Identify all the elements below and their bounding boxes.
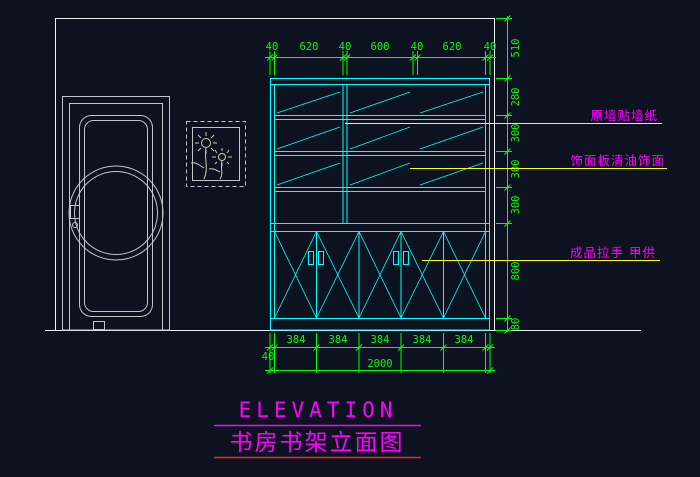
- dim-text: 80: [510, 318, 522, 331]
- door-circle-outer: [68, 165, 164, 261]
- dim-text: 40: [266, 41, 279, 53]
- picture-frame: [186, 121, 246, 187]
- title-chinese: 书房书架立面图: [230, 430, 405, 456]
- cabinet-door-dividers: [270, 231, 490, 319]
- bookshelf-outline: [270, 78, 490, 331]
- dim-text: 510: [510, 39, 522, 58]
- sunflower-art: [190, 132, 232, 180]
- dim-text: 300: [510, 124, 522, 143]
- dim-text: 300: [510, 196, 522, 215]
- bookshelf-frame-lines: [270, 84, 490, 318]
- annotation-finish: 饰面板清油饰面: [570, 153, 665, 168]
- dim-text: 40: [484, 41, 497, 53]
- dim-text: 280: [510, 88, 522, 107]
- dim-text-total: 2000: [367, 358, 392, 370]
- dim-extension-lines-right: [496, 18, 512, 331]
- leader-lines: [345, 123, 667, 261]
- annotation-handle: 成品拉手 甲供: [570, 245, 656, 260]
- dim-text: 800: [510, 262, 522, 281]
- dim-text: 620: [443, 41, 462, 53]
- dim-ticks-right: [504, 15, 511, 334]
- cabinet-handles: [308, 251, 409, 265]
- title-english: ELEVATION: [239, 398, 398, 422]
- bookshelf: [270, 78, 490, 331]
- dim-extension-lines-bottom: [269, 333, 491, 373]
- dim-extension-lines-top: [269, 51, 491, 75]
- bookshelf-shelves: [274, 115, 486, 192]
- wall-outline: [55, 18, 495, 330]
- dim-text: 384: [413, 334, 432, 346]
- dim-text: 384: [371, 334, 390, 346]
- door-circle-inner: [74, 171, 158, 255]
- annotation-labels: 原墙贴墙纸 饰面板清油饰面 成品拉手 甲供: [570, 108, 665, 260]
- dim-ticks-2000: [266, 367, 494, 374]
- dim-text: 40: [411, 41, 424, 53]
- dim-text: 384: [329, 334, 348, 346]
- door-panel-inner: [84, 120, 148, 312]
- dim-text: 620: [300, 41, 319, 53]
- cabinet-doors-x: [274, 231, 486, 319]
- door: [62, 96, 170, 331]
- dimension-right: 510 280 300 300 300 800 80: [496, 15, 522, 334]
- dimension-top: 40 620 40 600 40 620 40: [265, 41, 496, 75]
- door-handle: [70, 205, 80, 228]
- frame-outer: [186, 121, 246, 187]
- dim-text: 384: [287, 334, 306, 346]
- door-stop: [93, 321, 105, 330]
- dim-text: 40: [339, 41, 352, 53]
- annotation-wallpaper: 原墙贴墙纸: [590, 108, 658, 123]
- dim-text-40: 40: [262, 351, 275, 363]
- dimension-bottom: 384 384 384 384 384 40 2000: [262, 333, 495, 374]
- title-block: ELEVATION 书房书架立面图: [214, 398, 421, 459]
- dim-ticks-top: [266, 54, 494, 61]
- dim-text: 600: [371, 41, 390, 53]
- dim-text: 384: [455, 334, 474, 346]
- countertop: [270, 223, 490, 232]
- dim-ticks-384: [266, 344, 494, 351]
- shelf-diagonals: [276, 91, 484, 186]
- frame-inner: [192, 127, 240, 181]
